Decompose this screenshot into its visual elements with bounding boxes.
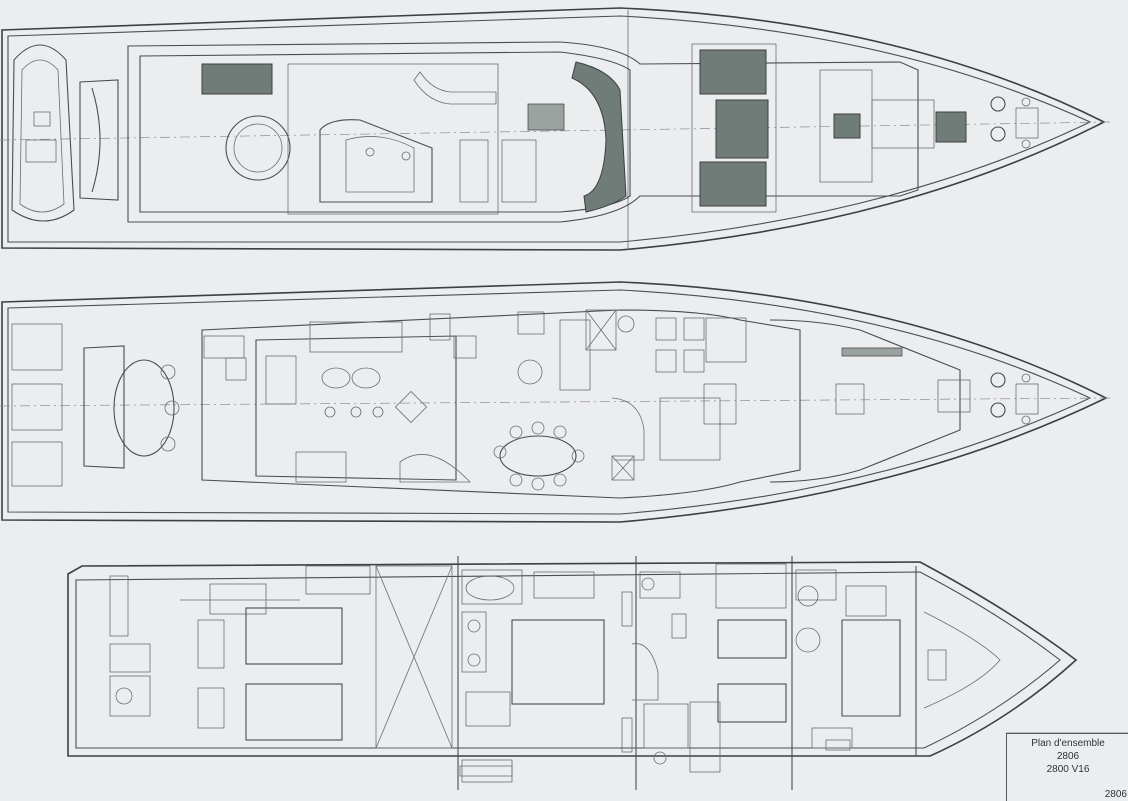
main-deck-plan bbox=[0, 281, 1111, 523]
ventilation-grilles bbox=[459, 591, 851, 777]
drawing-title: Plan d'ensemble bbox=[1031, 738, 1105, 749]
title-block: Plan d'ensemble 2806 2800 V16 2806 bbox=[1006, 733, 1128, 801]
anchor-windlass-main bbox=[990, 372, 1039, 425]
model-name: 2800 V16 bbox=[1046, 764, 1090, 775]
sheet-number: 2806 bbox=[1104, 789, 1127, 800]
project-code: 2806 bbox=[1056, 751, 1080, 762]
tender-boat bbox=[11, 44, 75, 222]
flybridge-plan bbox=[0, 7, 1111, 251]
lower-deck-plan bbox=[67, 556, 1078, 790]
dining-table bbox=[493, 421, 585, 491]
anchor-windlass-top bbox=[990, 96, 1039, 149]
